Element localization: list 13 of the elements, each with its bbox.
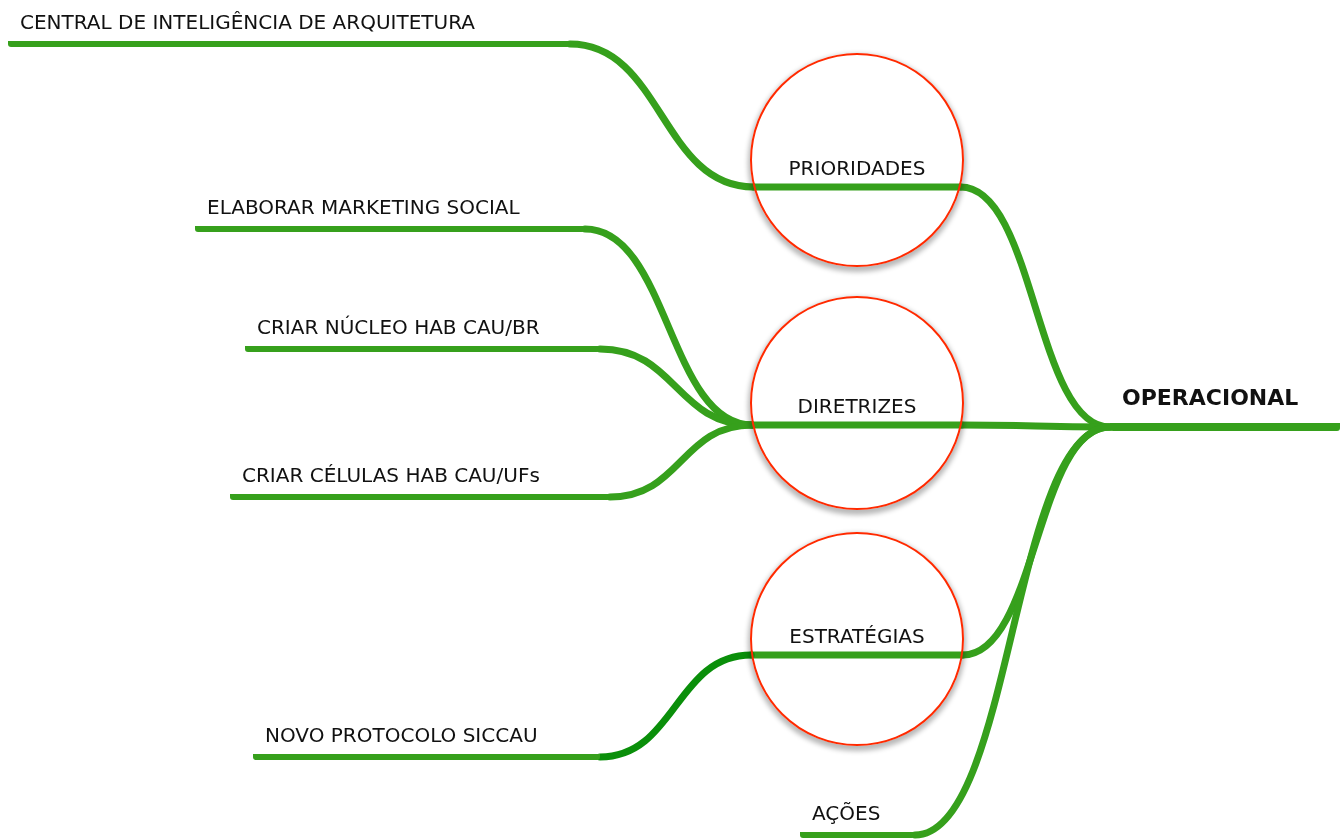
- topic-circle: [750, 296, 964, 510]
- branch-label: NOVO PROTOCOLO SICCAU: [253, 723, 600, 760]
- branch-label: CRIAR NÚCLEO HAB CAU/BR: [245, 315, 600, 352]
- topic-label: ESTRATÉGIAS: [788, 624, 926, 648]
- topic-circle: [750, 532, 964, 746]
- branch-label: CRIAR CÉLULAS HAB CAU/UFs: [230, 463, 610, 500]
- branch-label: AÇÕES: [800, 801, 915, 838]
- branch-label: ELABORAR MARKETING SOCIAL: [195, 195, 585, 232]
- topic-label: DIRETRIZES: [796, 394, 918, 418]
- branch-label: CENTRAL DE INTELIGÊNCIA DE ARQUITETURA: [8, 10, 570, 47]
- branch-label: OPERACIONAL: [1110, 385, 1340, 431]
- topic-circle: [750, 53, 964, 267]
- topic-label: PRIORIDADES: [787, 156, 927, 180]
